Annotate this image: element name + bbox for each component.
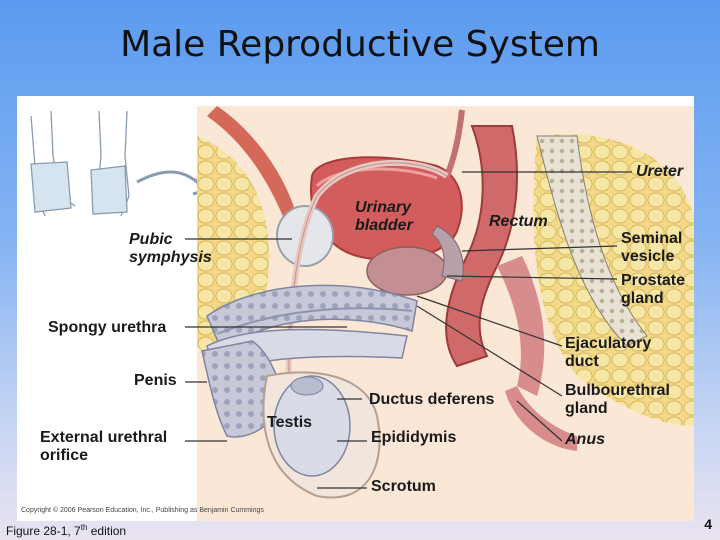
label-pubic-symphysis: Pubic symphysis [129, 231, 212, 266]
label-testis: Testis [267, 414, 313, 431]
label-seminal-vesicle: Seminal vesicle [621, 230, 683, 265]
label-external-urethral-orifice: External urethral orifice [40, 429, 168, 464]
label-bulbourethral-gland: Bulbourethral gland [565, 382, 670, 417]
page-number: 4 [704, 516, 712, 532]
label-rectum: Rectum [489, 213, 548, 230]
figure-caption: Figure 28-1, 7th edition [6, 523, 126, 538]
label-spongy-urethra: Spongy urethra [48, 319, 167, 336]
anatomy-illustration [30, 106, 694, 521]
caption-superscript: th [80, 523, 88, 532]
label-ejaculatory-duct: Ejaculatory duct [565, 335, 652, 370]
label-scrotum: Scrotum [371, 478, 436, 495]
label-epididymis: Epididymis [371, 429, 457, 446]
leader-lines [185, 171, 632, 489]
label-urinary-bladder: Urinary bladder [355, 199, 413, 234]
body-outline-inset [30, 110, 210, 217]
label-ductus-deferens: Ductus deferens [369, 391, 495, 408]
label-prostate-gland: Prostate gland [621, 272, 686, 307]
caption-suffix: edition [87, 524, 127, 538]
copyright-notice: Copyright © 2006 Pearson Education, Inc.… [21, 507, 264, 514]
label-penis: Penis [134, 372, 177, 389]
label-ureter: Ureter [636, 163, 684, 180]
slide-title: Male Reproductive System [120, 24, 600, 65]
label-anus: Anus [565, 431, 605, 448]
anatomy-figure: Ureter Urinary bladder Rectum Pubic symp… [17, 96, 694, 521]
caption-prefix: Figure 28-1, 7 [6, 524, 81, 538]
